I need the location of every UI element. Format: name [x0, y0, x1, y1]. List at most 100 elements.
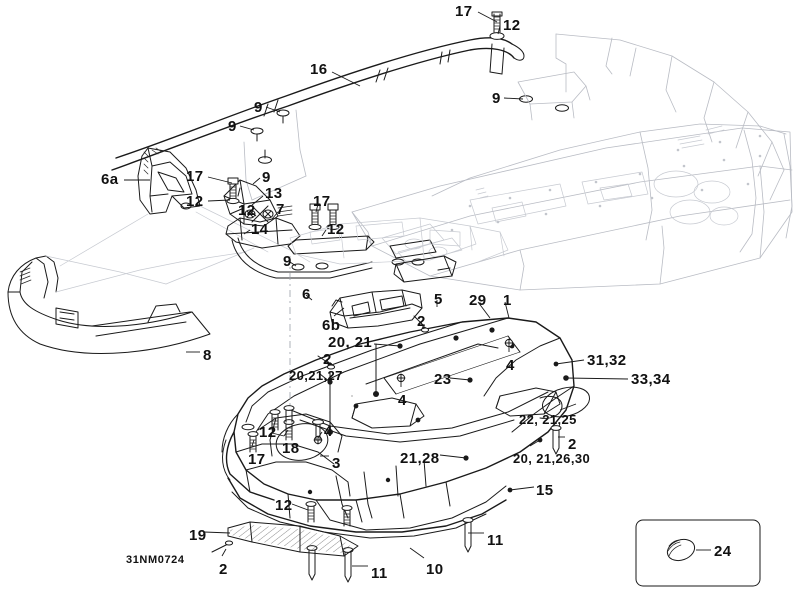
part-8-trim	[7, 247, 255, 354]
callout-4: 4	[506, 357, 515, 374]
leader-20-21	[373, 343, 401, 347]
leader-1	[504, 301, 510, 319]
clip-4-glyphs	[313, 338, 514, 445]
callout-11: 11	[487, 532, 504, 549]
callout-18: 18	[282, 440, 300, 457]
callout-20-21: 20, 21	[328, 334, 373, 351]
leader-17	[251, 439, 255, 447]
callout-2: 2	[568, 436, 577, 453]
leader-6b	[333, 307, 345, 317]
callout-9: 9	[262, 169, 271, 186]
callout-5: 5	[434, 291, 443, 308]
callout-9: 9	[492, 90, 501, 107]
leader-18	[283, 429, 289, 437]
leader-9	[503, 97, 524, 100]
callout-13: 13	[265, 185, 283, 202]
callout-29: 29	[469, 292, 487, 309]
leader-20-21-26-30	[529, 439, 541, 447]
callout-2: 2	[323, 351, 332, 368]
callout-6a: 6a	[101, 171, 119, 188]
callout-22-21-25: 22, 21,25	[519, 412, 577, 427]
leader-lines	[124, 11, 711, 567]
part-16-tube	[111, 11, 525, 171]
leader-15	[509, 486, 535, 491]
callout-21-28: 21,28	[400, 450, 440, 467]
callout-14: 14	[251, 221, 269, 238]
callout-12: 12	[275, 497, 293, 514]
leader-12	[497, 25, 501, 35]
callout-2: 2	[219, 561, 228, 578]
callout-12: 12	[503, 17, 521, 34]
rivet-2-right	[550, 425, 562, 455]
leader-17	[207, 176, 233, 184]
leader-2	[221, 548, 227, 557]
part-7-13-14-assembly	[223, 177, 437, 279]
leader-9	[252, 177, 261, 185]
leader-21-28	[439, 454, 467, 459]
callout-11: 11	[371, 565, 388, 582]
callout-19: 19	[189, 527, 207, 544]
leader-9	[239, 125, 255, 131]
callout-24: 24	[714, 543, 732, 560]
leader-12	[249, 210, 257, 217]
leader-13	[251, 195, 264, 206]
leader-31-32	[555, 359, 585, 365]
leader-17	[315, 203, 319, 213]
part-6a-bracket	[59, 147, 311, 267]
leader-22-21-25	[559, 403, 577, 411]
callout-10: 10	[426, 561, 444, 578]
inset-box-24	[635, 519, 761, 587]
leader-12	[207, 199, 231, 202]
leader-23	[449, 377, 471, 381]
callout-8: 8	[203, 347, 212, 364]
leader-14	[243, 229, 251, 235]
fasteners-group	[241, 315, 562, 583]
callout-12: 12	[238, 202, 256, 219]
callout-20-21-27: 20,21,27	[289, 368, 343, 383]
part-5-6-panel	[289, 217, 509, 283]
leader-17	[477, 11, 498, 23]
callout-9: 9	[283, 253, 292, 270]
bolt-group-bottom-edge	[305, 501, 353, 527]
leader-12	[321, 229, 327, 237]
callout-12: 12	[186, 193, 204, 210]
callout-17: 17	[186, 168, 204, 185]
leader-6	[305, 294, 313, 301]
leader-16	[331, 71, 361, 87]
callout-16: 16	[310, 61, 328, 78]
callout-4: 4	[398, 392, 407, 409]
leader-2	[420, 321, 425, 330]
leader-33-34	[565, 377, 629, 380]
leader-7	[271, 211, 279, 220]
leader-9	[265, 106, 281, 113]
callout-2: 2	[417, 313, 426, 330]
callout-20-21-26-30: 20, 21,26,30	[513, 451, 591, 466]
callout-17: 17	[248, 451, 266, 468]
leader-4	[317, 431, 323, 439]
callout-17: 17	[455, 3, 473, 20]
callout-6b: 6b	[322, 317, 341, 334]
leader-12	[271, 432, 285, 437]
bolt-group-lower-left	[241, 405, 324, 453]
leader-29	[477, 301, 491, 319]
callout-12: 12	[327, 221, 345, 238]
callout-17: 17	[313, 193, 331, 210]
callout-31-32: 31,32	[587, 352, 627, 369]
callout-33-34: 33,34	[631, 371, 671, 388]
callout-6: 6	[302, 286, 311, 303]
callout-12: 12	[259, 424, 277, 441]
callout-23: 23	[434, 371, 452, 388]
part-6b-bracket	[329, 289, 423, 329]
callout-4: 4	[324, 423, 333, 440]
leader-10	[409, 547, 425, 559]
leader-12	[291, 503, 309, 511]
callout-15: 15	[536, 482, 554, 499]
chassis-frame-ghost	[243, 33, 793, 291]
callout-7: 7	[276, 201, 285, 218]
leader-20-21-27	[319, 373, 331, 383]
callout-9: 9	[254, 99, 263, 116]
leader-2	[326, 359, 331, 366]
part-number-label: 31NM0724	[126, 554, 185, 566]
